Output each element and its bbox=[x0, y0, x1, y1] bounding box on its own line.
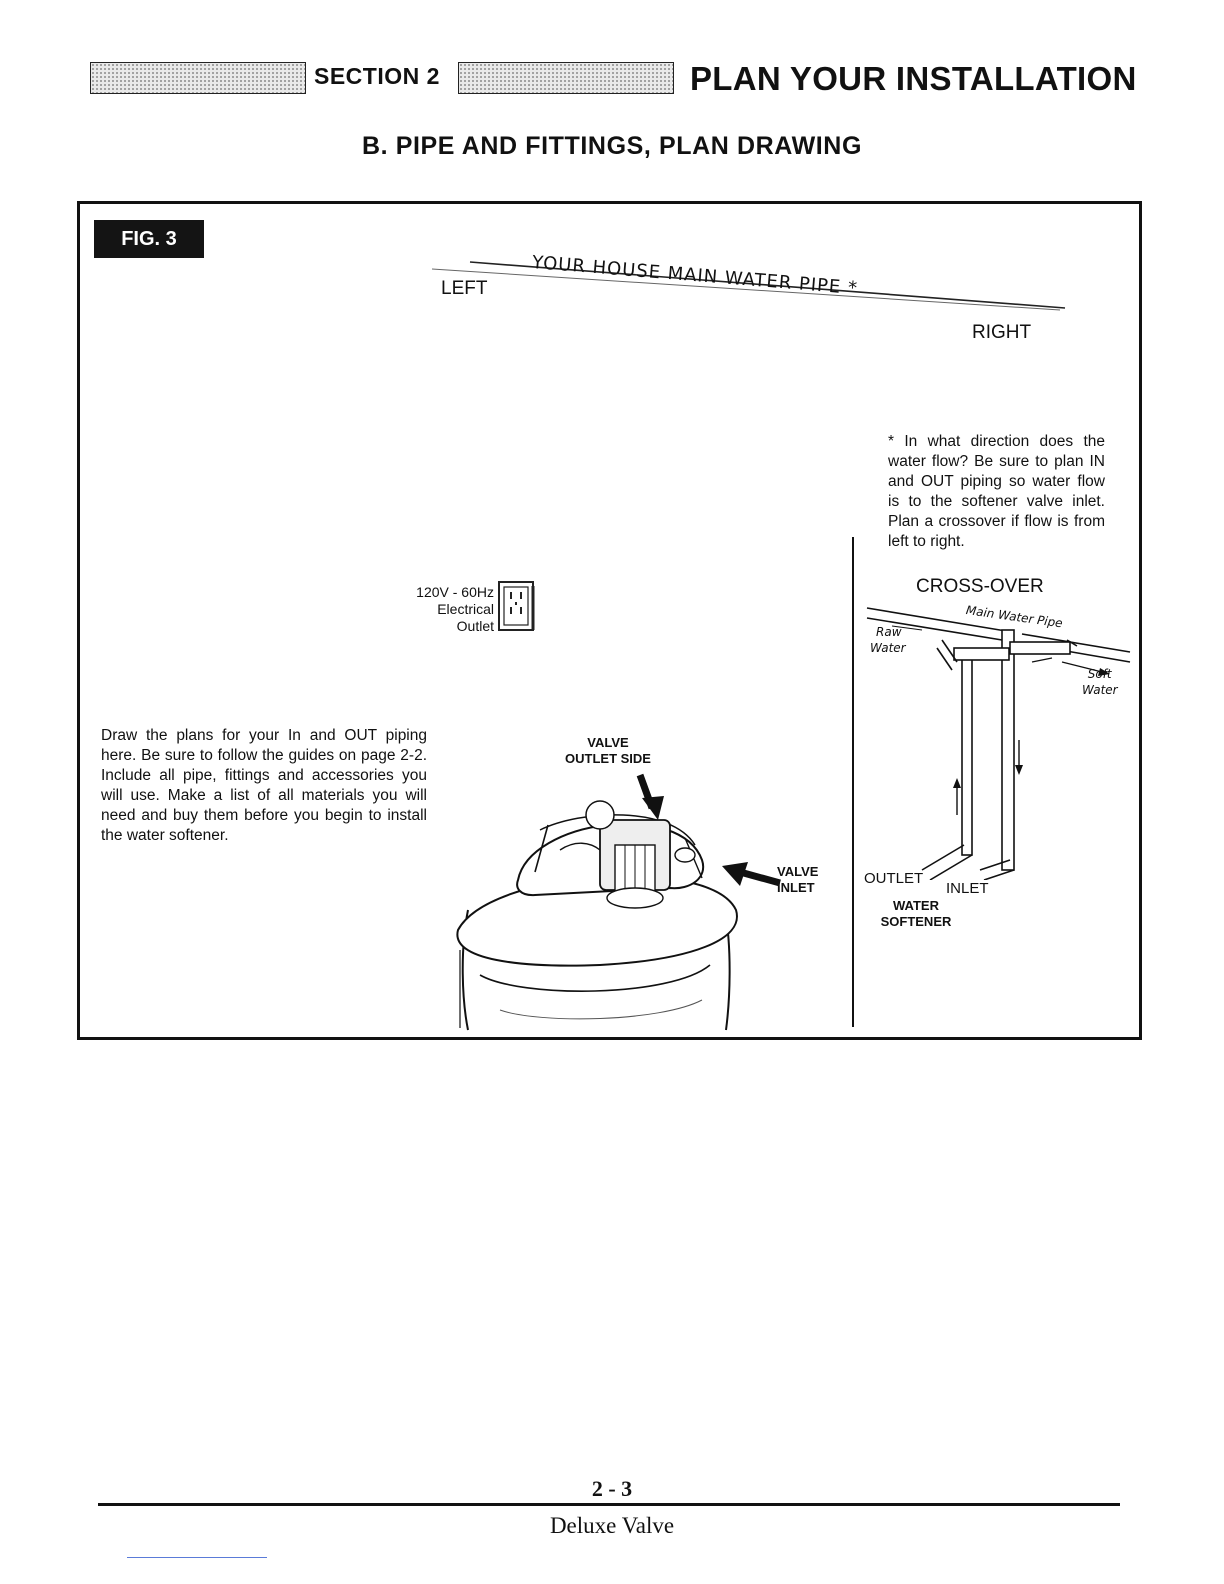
electrical-outlet-label: 120V - 60Hz Electrical Outlet bbox=[380, 584, 494, 635]
water-softener-illustration bbox=[456, 773, 781, 1031]
outlet-line-3: Outlet bbox=[456, 618, 494, 634]
header-pattern-right bbox=[458, 62, 674, 94]
outlet-line-2: Electrical bbox=[437, 601, 494, 617]
main-water-pipe-line bbox=[431, 261, 1066, 311]
valve-inlet-line-1: VALVE bbox=[777, 864, 819, 879]
page-number: 2 - 3 bbox=[591, 1476, 633, 1501]
outlet-line-1: 120V - 60Hz bbox=[416, 584, 494, 600]
valve-outlet-line-1: VALVE bbox=[587, 735, 629, 750]
crossover-soft-water-label: Soft Water bbox=[1082, 666, 1118, 698]
section-subtitle: B. PIPE AND FITTINGS, PLAN DRAWING bbox=[361, 132, 863, 160]
valve-outlet-line-2: OUTLET SIDE bbox=[565, 751, 651, 766]
water-softener-line-1: WATER bbox=[893, 898, 939, 913]
crossover-diagram bbox=[866, 607, 1131, 880]
figure-label: FIG. 3 bbox=[94, 220, 204, 258]
footer-link-underline bbox=[127, 1557, 267, 1558]
water-softener-line-2: SOFTENER bbox=[880, 914, 952, 929]
soft-water-line-2: Water bbox=[1082, 683, 1118, 697]
electrical-outlet-icon bbox=[498, 581, 535, 631]
crossover-title: CROSS-OVER bbox=[916, 576, 1044, 597]
section-label: SECTION 2 bbox=[314, 63, 440, 89]
right-label: RIGHT bbox=[972, 322, 1032, 343]
instructions-text: Draw the plans for your In and OUT pipin… bbox=[101, 727, 427, 844]
flow-direction-note: * In what direction does the water flow?… bbox=[888, 433, 1105, 550]
crossover-inlet-label: INLET bbox=[946, 880, 989, 897]
raw-water-line-1: Raw bbox=[876, 625, 902, 639]
header-pattern-left bbox=[90, 62, 306, 94]
crossover-outlet-label: OUTLET bbox=[864, 870, 924, 887]
page-title: PLAN YOUR INSTALLATION bbox=[690, 60, 1137, 97]
left-label: LEFT bbox=[441, 278, 488, 299]
footer-rule bbox=[98, 1503, 1120, 1506]
valve-inlet-label: VALVE INLET bbox=[777, 864, 818, 896]
figure-frame bbox=[77, 201, 1142, 1040]
valve-outlet-side-label: VALVE OUTLET SIDE bbox=[548, 735, 668, 767]
soft-water-line-1: Soft bbox=[1087, 667, 1112, 681]
valve-inlet-line-2: INLET bbox=[777, 880, 815, 895]
water-softener-label: WATER SOFTENER bbox=[870, 898, 962, 930]
divider-line bbox=[852, 537, 854, 1027]
raw-water-line-2: Water bbox=[870, 641, 906, 655]
document-name: Deluxe Valve bbox=[549, 1513, 675, 1538]
crossover-raw-water-label: Raw Water bbox=[870, 624, 906, 656]
